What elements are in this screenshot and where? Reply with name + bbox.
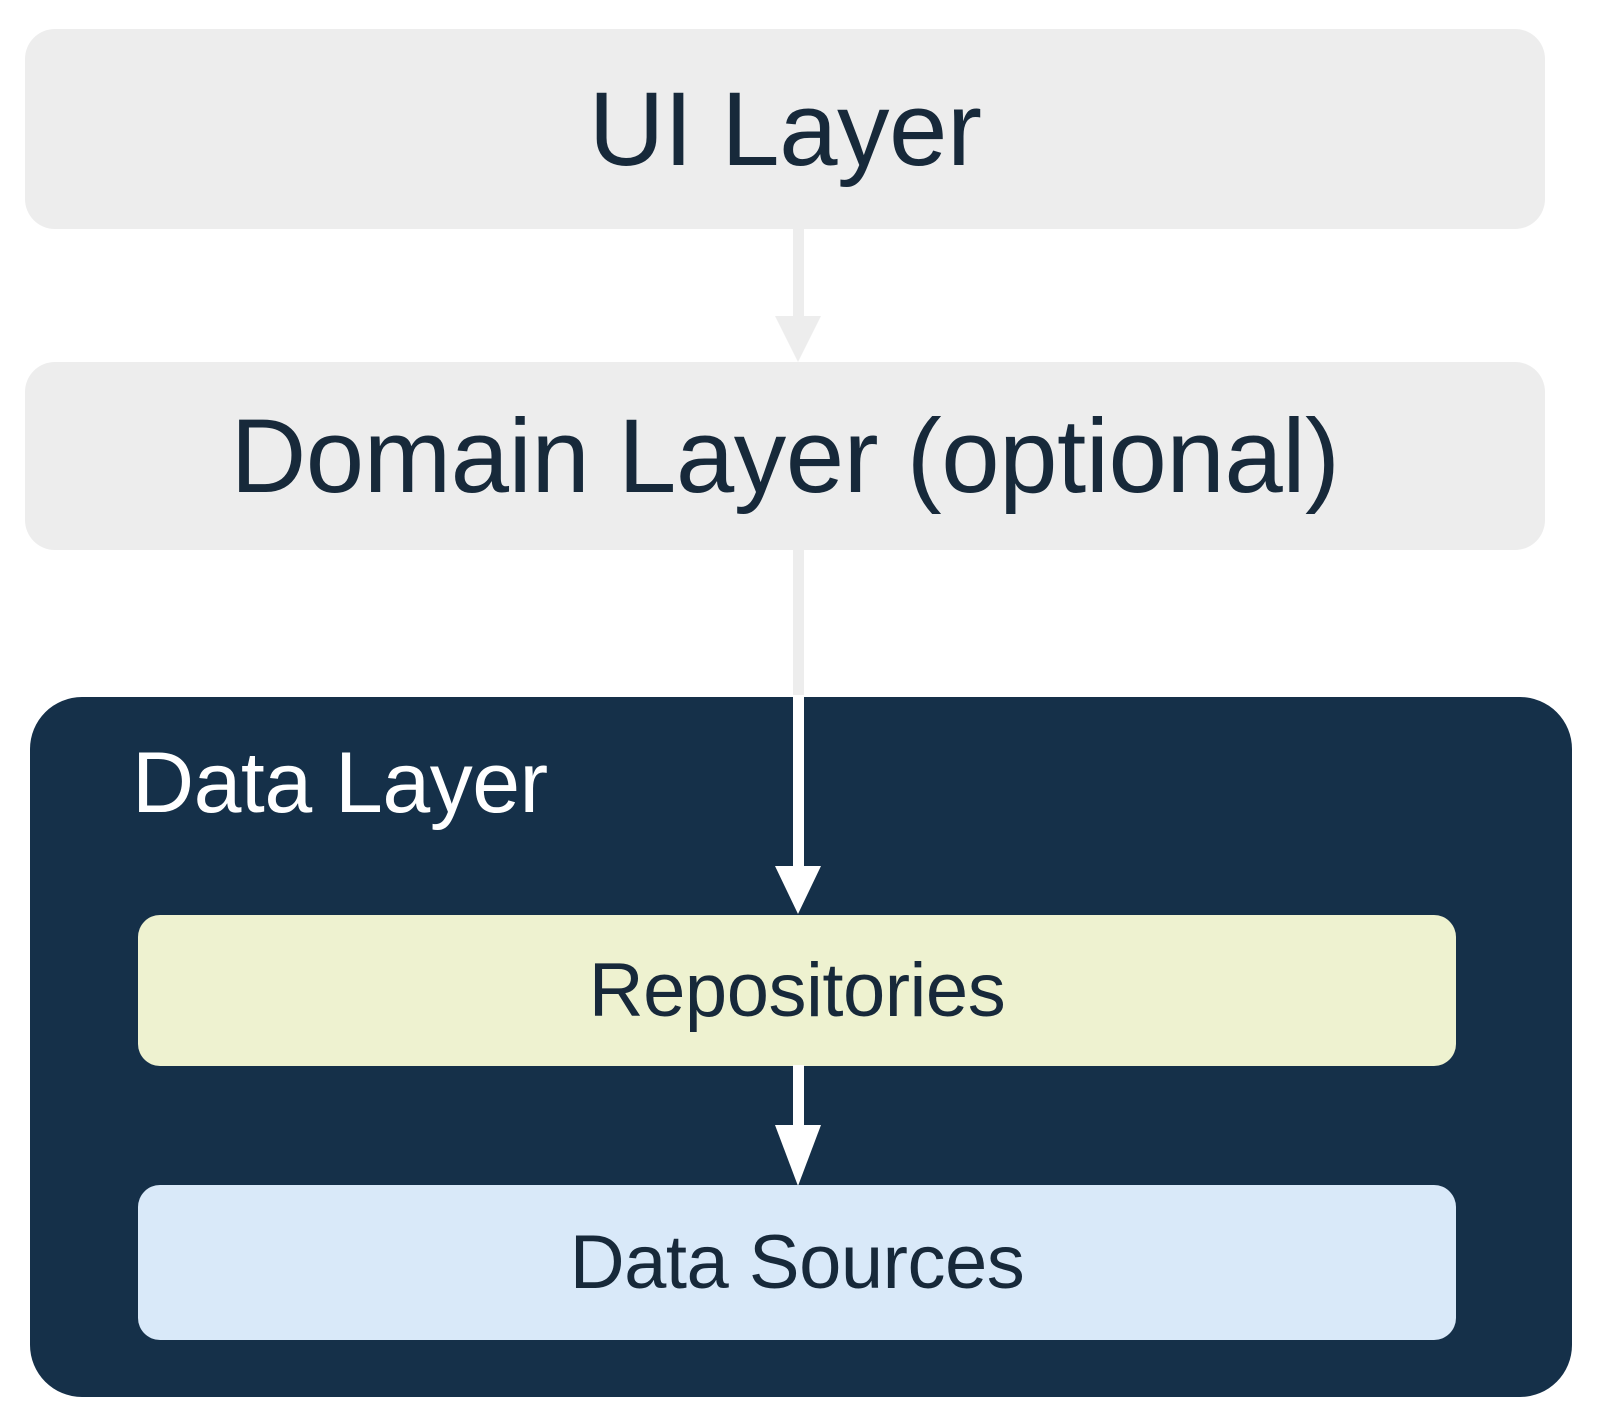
domain-layer-label: Domain Layer (optional): [230, 397, 1340, 515]
repositories-label: Repositories: [588, 947, 1006, 1033]
ui-layer-label: UI Layer: [588, 70, 982, 188]
ui-layer-box: UI Layer: [25, 29, 1545, 229]
arrow-ui-to-domain-icon: [775, 228, 821, 362]
repositories-box: Repositories: [138, 915, 1456, 1066]
data-layer-label: Data Layer: [132, 735, 548, 831]
domain-layer-box: Domain Layer (optional): [25, 362, 1545, 550]
data-sources-label: Data Sources: [569, 1219, 1025, 1305]
data-sources-box: Data Sources: [138, 1185, 1456, 1340]
